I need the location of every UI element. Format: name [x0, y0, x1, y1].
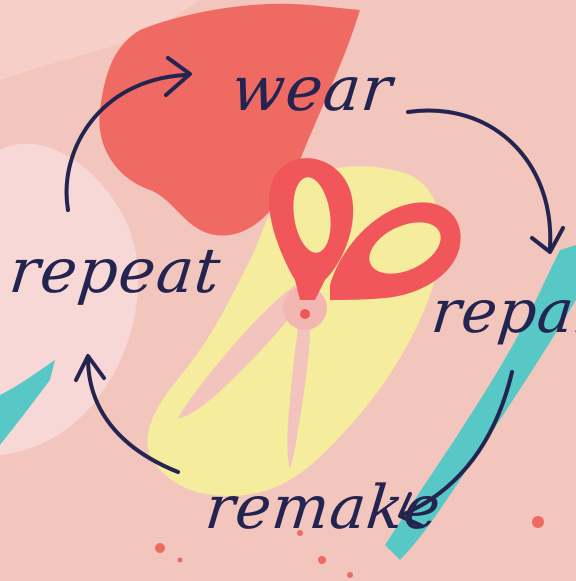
dot: [177, 557, 183, 563]
teal-stripe-right: [385, 245, 576, 560]
arrow-repair-to-remake: [398, 370, 514, 528]
step-label-wear: wear: [228, 52, 397, 125]
scissors-icon: [178, 158, 461, 468]
teal-stripe-left: [0, 360, 55, 445]
step-label-repeat: repeat: [6, 234, 225, 307]
dot: [532, 516, 544, 528]
dot: [297, 530, 303, 536]
dot: [318, 556, 326, 564]
dot: [347, 572, 353, 578]
coral-brush-stroke: [99, 3, 360, 236]
arrow-remake-to-repeat: [74, 354, 180, 474]
arrow-repeat-to-wear: [64, 56, 192, 212]
arrow-wear-to-repair: [406, 108, 565, 254]
step-label-repair: repair: [428, 277, 576, 347]
blush-patch-top: [0, 0, 200, 80]
step-label-remake: remake: [202, 473, 445, 543]
dot: [155, 543, 165, 553]
